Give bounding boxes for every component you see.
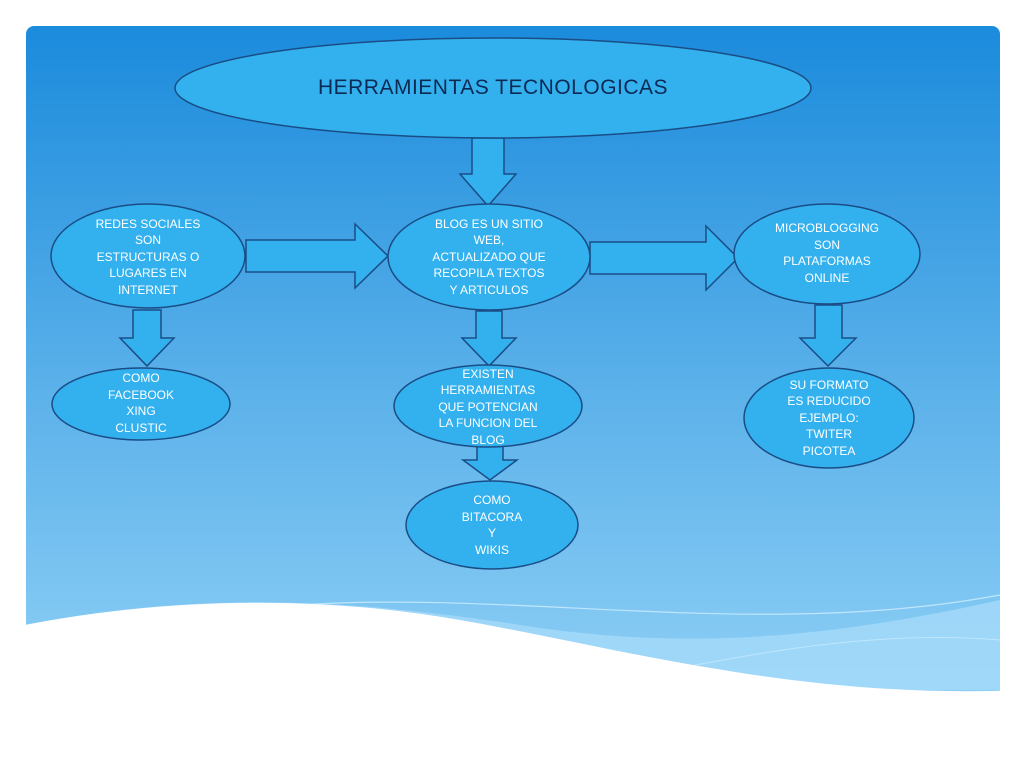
arrow-down-herramientas-to-ejemplos [460,445,520,481]
diagram-title: HERRAMIENTAS TECNOLOGICAS [317,76,669,99]
arrow-down-title-to-blog [458,137,518,208]
wave-line [299,594,1001,615]
node-ejemplos-redes: COMO FACEBOOK XING CLUSTIC [107,371,175,435]
node-redes-sociales: REDES SOCIALES SON ESTRUCTURAS O LUGARES… [95,216,201,297]
arrow-right-blog-to-micro [589,224,740,292]
ejemplos-blog-ellipse [405,480,579,570]
node-blog: BLOG ES UN SITIO WEB, ACTUALIZADO QUE RE… [432,216,546,297]
blog-ellipse [387,203,591,311]
node-microblogging: MICROBLOGGING SON PLATAFORMAS ONLINE [774,221,879,285]
node-formato: SU FORMATO ES REDUCIDO EJEMPLO: TWITER P… [787,377,871,458]
arrow-right-redes-to-blog [245,222,390,290]
redes-ellipse [50,203,246,309]
title-ellipse [174,37,812,139]
node-herramientas: EXISTEN HERRAMIENTAS QUE POTENCIAN LA FU… [438,366,538,447]
arrow-down-blog-to-herramientas [460,310,518,368]
wave-white [0,602,1024,768]
arrow-down-micro-to-formato [798,304,858,368]
micro-ellipse [733,203,921,305]
herramientas-ellipse [393,364,583,448]
formato-ellipse [743,367,915,469]
node-ejemplos-blog: COMO BITACORA Y WIKIS [461,493,523,557]
ejemplos-redes-ellipse [51,367,231,441]
arrow-down-redes-to-ejemplos [118,309,176,368]
